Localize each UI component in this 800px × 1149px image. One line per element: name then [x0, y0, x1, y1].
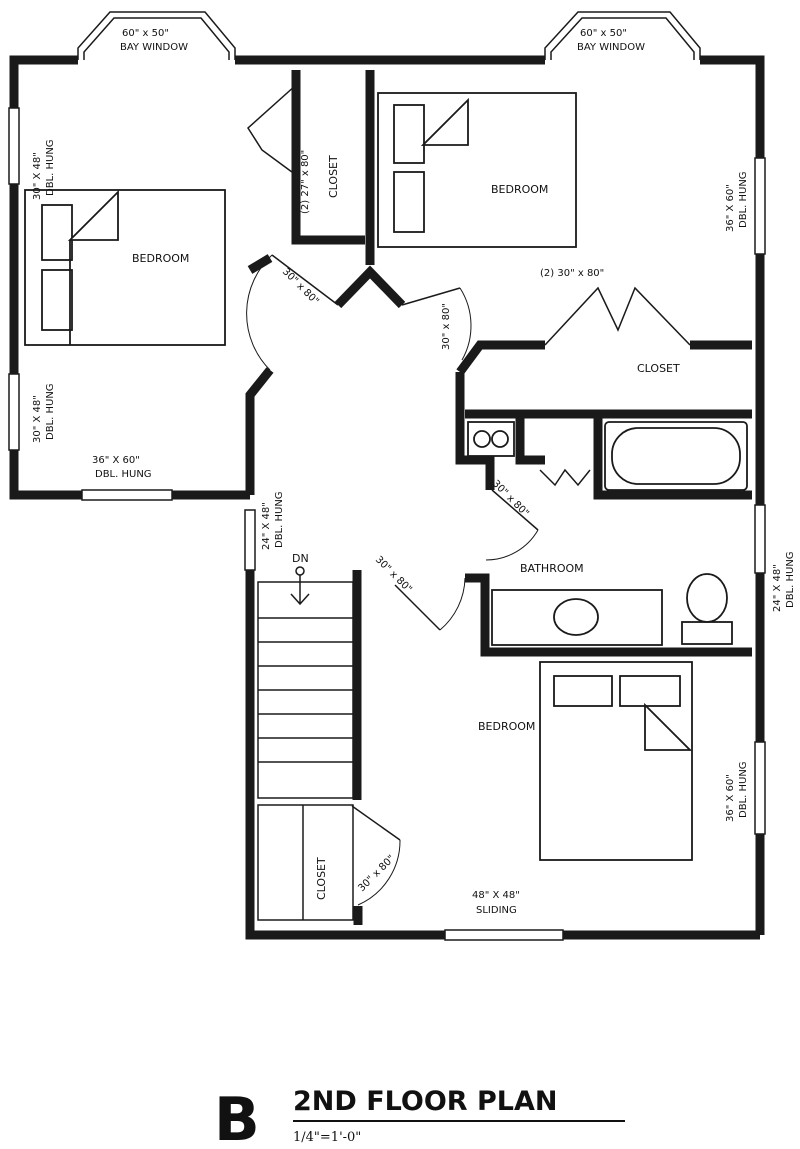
plan-scale: 1/4"=1'-0" — [293, 1130, 361, 1145]
interior-walls — [245, 70, 752, 925]
east-upper-size: 36" X 60" — [725, 184, 736, 232]
bathroom-door-label: 30" x 80" — [373, 554, 414, 595]
room-label-bathroom: BATHROOM — [520, 562, 584, 575]
wall-windows — [8, 107, 766, 941]
bay-left-type: BAY WINDOW — [120, 42, 188, 53]
east-bath-size: 24" X 48" — [772, 564, 783, 612]
room-label-closet-hall: CLOSET — [637, 362, 680, 375]
room-label-closet-north: CLOSET — [327, 155, 340, 198]
plan-title: 2ND FLOOR PLAN — [293, 1086, 557, 1117]
furniture — [24, 92, 748, 861]
east-lower-size: 36" X 60" — [725, 774, 736, 822]
bay-right-size: 60" x 50" — [580, 28, 627, 39]
stair-closet — [257, 804, 354, 921]
door-swings — [246, 84, 691, 906]
bath-linen-door-label: 30" x 80" — [490, 478, 531, 519]
slider-size: 48" X 48" — [472, 890, 520, 901]
south-nw-type: DBL. HUNG — [95, 469, 152, 480]
east-lower-type: DBL. HUNG — [738, 761, 749, 818]
east-upper-type: DBL. HUNG — [738, 171, 749, 228]
west-lower-size: 30" X 48" — [32, 395, 43, 443]
west-upper-size: 30" X 48" — [32, 152, 43, 200]
bay-left-size: 60" x 50" — [122, 28, 169, 39]
hall-west-size: 24" X 48" — [261, 502, 272, 550]
bay-right-type: BAY WINDOW — [577, 42, 645, 53]
hall-west-type: DBL. HUNG — [274, 491, 285, 548]
room-label-closet-stair: CLOSET — [315, 857, 328, 900]
plan-letter: B — [214, 1085, 260, 1149]
window-labels: 60" x 50" BAY WINDOW 60" x 50" BAY WINDO… — [32, 28, 796, 916]
closet-hall-doors-label: (2) 30" x 80" — [540, 268, 604, 279]
closet-north-doors-label: (2) 27" x 80" — [300, 150, 311, 214]
stair-direction-label: DN — [292, 552, 309, 565]
staircase — [257, 566, 354, 799]
bedroom-n-door-label: 30" x 80" — [441, 303, 452, 350]
room-label-bedroom-n: BEDROOM — [491, 183, 548, 196]
west-lower-type: DBL. HUNG — [45, 383, 56, 440]
title-block: B 2ND FLOOR PLAN 1/4"=1'-0" — [214, 1085, 625, 1149]
east-bath-type: DBL. HUNG — [785, 551, 796, 608]
room-label-bedroom-se: BEDROOM — [478, 720, 535, 733]
closet-stair-door-label: 30" x 80" — [356, 853, 397, 894]
slider-type: SLIDING — [476, 905, 517, 916]
room-label-bedroom-nw: BEDROOM — [132, 252, 189, 265]
west-upper-type: DBL. HUNG — [45, 139, 56, 196]
room-labels: BEDROOM BEDROOM BEDROOM BATHROOM CLOSET … — [132, 155, 680, 900]
south-nw-size: 36" X 60" — [92, 455, 140, 466]
